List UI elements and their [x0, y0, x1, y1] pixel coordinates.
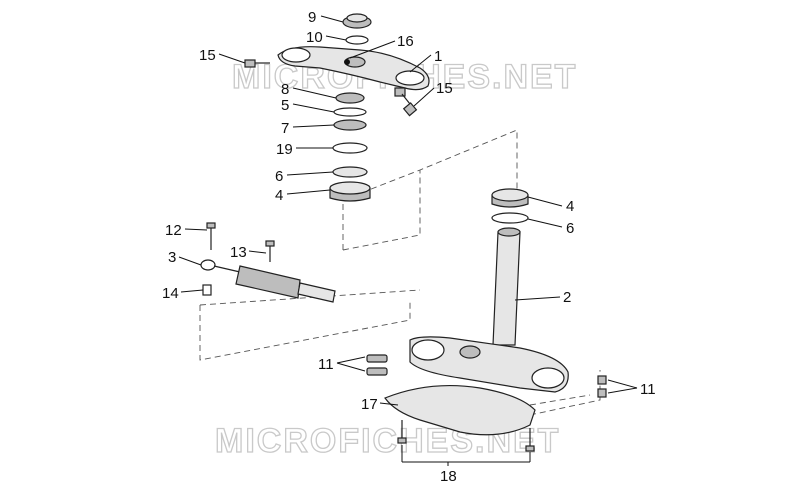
seal-19: [332, 142, 368, 154]
bearing-4-upper: [329, 181, 371, 202]
callout-17: 17: [361, 396, 378, 413]
callout-19: 19: [276, 141, 293, 158]
bolt-right: [401, 93, 418, 117]
callout-4-upper: 4: [275, 187, 283, 204]
upper-triple-clamp: [277, 46, 430, 97]
callout-13: 13: [230, 244, 247, 261]
callout-12: 12: [165, 222, 182, 239]
callout-16: 16: [397, 33, 414, 50]
cap-nut: [342, 13, 372, 29]
steering-stem-lower-clamp: [409, 227, 569, 393]
washer: [345, 35, 369, 45]
leader-lines: [178, 15, 638, 466]
callout-10: 10: [306, 29, 323, 46]
callout-18: 18: [440, 468, 457, 485]
callout-8: 8: [281, 81, 289, 98]
callout-3: 3: [168, 249, 176, 266]
cover-plate: [384, 384, 536, 436]
callout-6-upper: 6: [275, 168, 283, 185]
callout-15-left: 15: [199, 47, 216, 64]
bushing-14: [202, 284, 212, 296]
callout-11-left: 11: [318, 356, 334, 373]
bolt-left: [244, 59, 270, 68]
callout-14: 14: [162, 285, 179, 302]
bolt-12: [206, 222, 216, 250]
bolts-11-right: [597, 375, 607, 398]
bearing-4-lower: [491, 188, 529, 208]
screw-18-left: [397, 420, 407, 444]
callout-15-right: 15: [436, 80, 453, 97]
callout-4-lower: 4: [566, 198, 574, 215]
assembly-guide-lines: [199, 129, 601, 416]
callout-6-lower: 6: [566, 220, 574, 237]
screw-18-right: [525, 428, 535, 452]
bolts-11-left: [366, 354, 388, 376]
seal-6-upper: [332, 166, 368, 178]
steering-damper: [200, 259, 336, 303]
callout-2: 2: [563, 289, 571, 306]
bolt-13: [265, 240, 275, 262]
ring-8: [335, 92, 365, 104]
callout-1: 1: [434, 48, 442, 65]
callout-11-right: 11: [640, 381, 656, 398]
callout-7: 7: [281, 120, 289, 137]
ring-7: [333, 119, 367, 131]
ring-5: [333, 107, 367, 117]
callout-5: 5: [281, 97, 289, 114]
seal-6-lower: [491, 212, 529, 224]
callout-9: 9: [308, 9, 316, 26]
